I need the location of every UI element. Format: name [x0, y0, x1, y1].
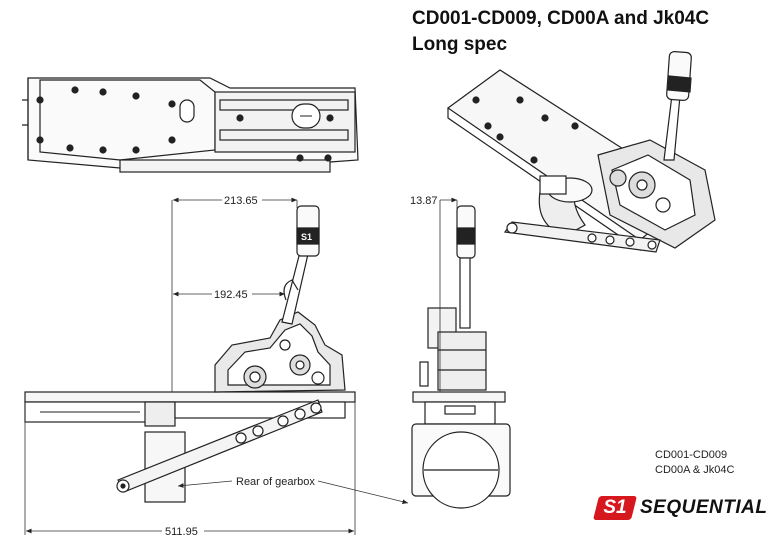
dimension-13-87: 13.87	[410, 195, 438, 207]
title-line-2: Long spec	[412, 34, 508, 55]
s1-logo-text: S1	[603, 497, 627, 518]
dimension-511-95: 511.95	[165, 526, 198, 538]
top-view	[22, 77, 359, 173]
side-view: S1	[24, 205, 356, 503]
svg-text:S1: S1	[301, 232, 312, 242]
isometric-view	[446, 51, 716, 253]
dimension-213-65: 213.65	[224, 195, 258, 207]
brand-wordmark: SEQUENTIAL	[640, 497, 768, 518]
dimension-labels: 213.65 192.45 13.87 511.95 Rear of gearb…	[162, 193, 438, 538]
callout-rear-of-gearbox: Rear of gearbox	[236, 476, 315, 488]
rear-view	[411, 205, 511, 509]
part-info: CD001-CD009 CD00A & Jk04C	[655, 448, 734, 478]
s1-logo-mark: S1	[593, 496, 637, 520]
title-block: CD001-CD009, CD00A and Jk04C Long spec	[412, 6, 752, 58]
brand-logo: S1 SEQUENTIAL	[593, 496, 768, 520]
title-line-1: CD001-CD009, CD00A and Jk04C	[412, 8, 710, 29]
part-info-line-2: CD00A & Jk04C	[655, 464, 735, 476]
dimension-192-45: 192.45	[214, 289, 248, 301]
part-info-line-1: CD001-CD009	[655, 449, 728, 461]
